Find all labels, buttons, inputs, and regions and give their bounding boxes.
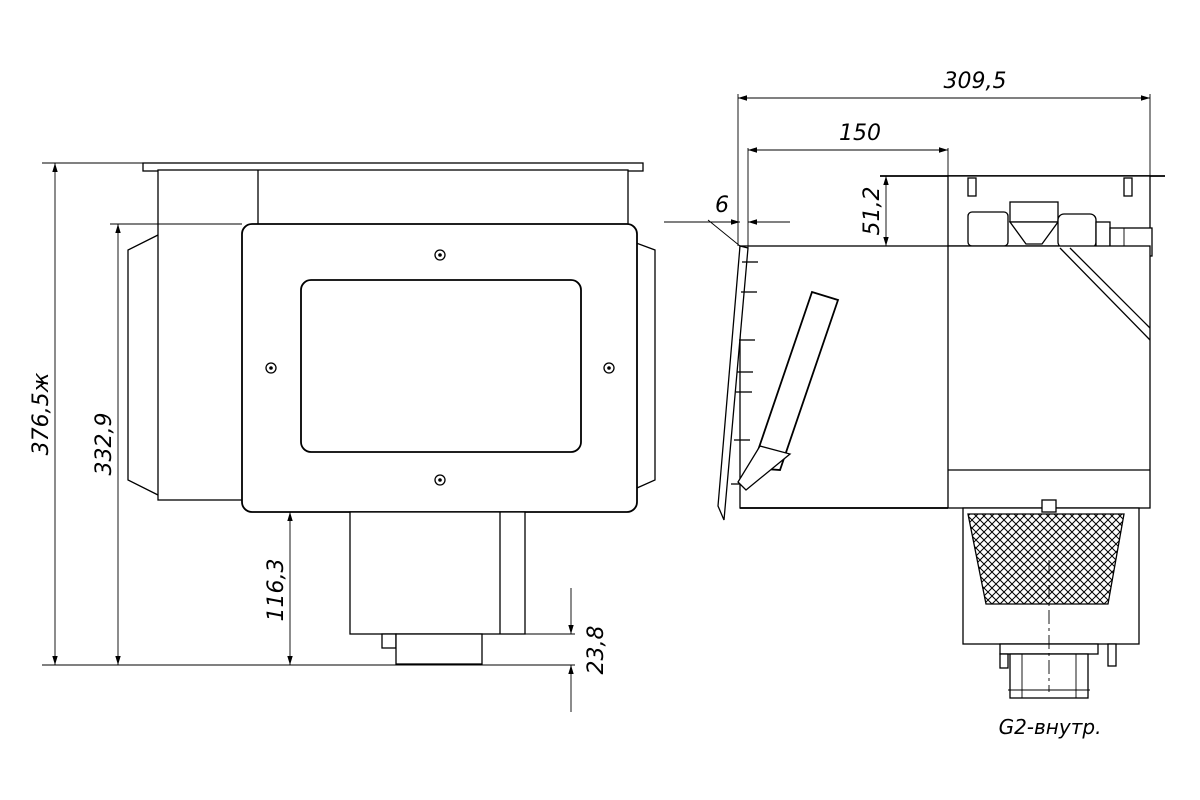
side-view — [707, 175, 1165, 699]
front-studs — [731, 261, 758, 485]
filter-basket — [967, 513, 1125, 605]
bottom-outlet-housing — [349, 511, 526, 635]
right-side-rib — [627, 239, 656, 493]
faceplate-screws — [265, 249, 615, 486]
dim-bottom-height: 116,3 — [264, 559, 289, 622]
dim-total-length: 309,5 — [944, 69, 1007, 94]
front-wall — [717, 245, 749, 521]
weir-flap — [750, 290, 840, 471]
dim-front-depth: 150 — [839, 121, 881, 146]
dim-neck-height: 51,2 — [860, 187, 885, 236]
dim-offset: 6 — [715, 193, 729, 218]
front-view — [127, 162, 656, 665]
dim-total-height: 376,5ж — [29, 372, 54, 455]
dim-body-height: 332,9 — [92, 413, 117, 476]
front-view-dimensions: 376,5ж 332,9 116,3 23,8 — [29, 162, 609, 712]
left-side-rib — [127, 234, 159, 496]
side-view-dimensions: 309,5 150 6 51,2 G2-внутр. — [664, 69, 1151, 739]
faceplate-window — [300, 279, 582, 453]
dim-outlet-height: 23,8 — [584, 626, 609, 675]
outlet-thread-label: G2-внутр. — [999, 715, 1102, 739]
outlet-nozzle — [395, 633, 483, 665]
